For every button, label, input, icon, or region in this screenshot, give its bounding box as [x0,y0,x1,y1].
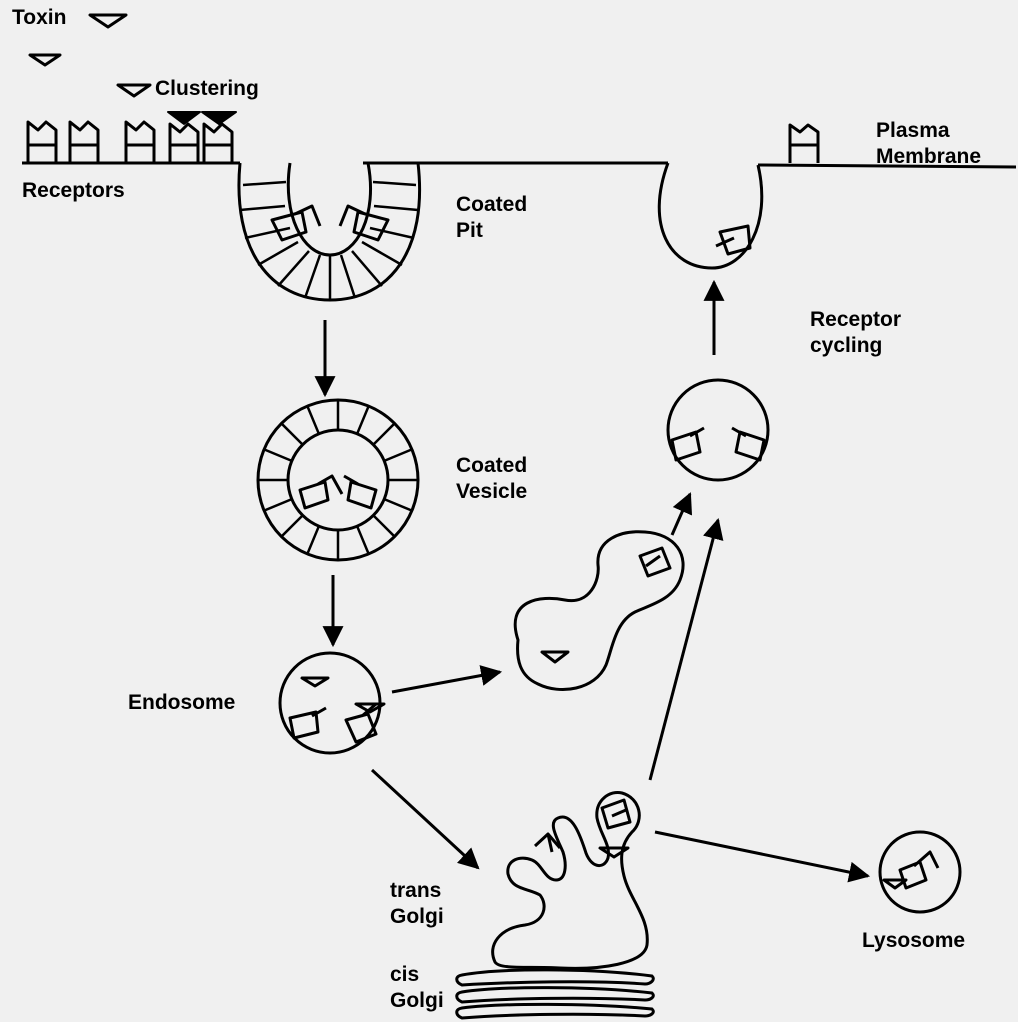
endosome-label: Endosome [128,690,235,716]
recycling-pit [659,163,762,268]
coated-pit-label: Coated Pit [456,192,527,244]
vesicle-coat-segment [357,526,368,554]
coated-vesicle-label-line-2: Vesicle [456,479,527,505]
coated-vesicle-label: Coated Vesicle [456,453,527,505]
arrow-endosome-to-sorting [392,672,500,692]
coated-vesicle [258,400,418,560]
receptors-label: Receptors [22,178,125,204]
vesicle-coat-segment [384,499,412,510]
receptor-cycling-label: Receptor cycling [810,307,901,359]
arrow-endosome-to-golgi [372,770,478,868]
arrow-golgi-to-lysosome [655,832,868,876]
vesicle-coat-segment [307,526,318,554]
coated-pit-label-line-2: Pit [456,218,527,244]
receptor-cycling-label-line-1: Receptor [810,307,901,333]
lysosome [880,832,960,912]
toxin-label: Toxin [12,5,66,31]
plasma-membrane-label-line-2: Membrane [876,144,981,170]
sorting-vesicle [515,532,683,690]
plasma-membrane-label: Plasma Membrane [876,118,981,170]
vesicle-coat-segment [264,499,292,510]
membrane-receptors [28,122,818,163]
bound-toxin-icons [168,112,236,124]
recycling-vesicle [668,380,768,480]
coated-pit-label-line-1: Coated [456,192,527,218]
endosome [280,653,384,753]
trans-golgi-label: trans Golgi [390,878,444,930]
vesicle-coat-segment [281,515,302,536]
cis-golgi-label: cis Golgi [390,962,444,1014]
plasma-membrane-label-line-1: Plasma [876,118,981,144]
vesicle-coat-segment [307,406,318,434]
arrow-sorting-to-recycling [672,494,690,535]
clustering-label: Clustering [155,76,259,102]
trans-golgi-label-line-1: trans [390,878,444,904]
cis-golgi-label-line-2: Golgi [390,988,444,1014]
lysosome-label: Lysosome [862,928,965,954]
vesicle-coat-segment [281,423,302,444]
golgi-apparatus [457,792,654,1018]
vesicle-coat-segment [384,449,412,460]
vesicle-coat-segment [373,423,394,444]
cis-golgi-label-line-1: cis [390,962,444,988]
vesicle-coat-segment [357,406,368,434]
coated-vesicle-label-line-1: Coated [456,453,527,479]
plasma-membrane [22,163,1016,167]
vesicle-coat-segment [264,449,292,460]
receptor-cycling-label-line-2: cycling [810,333,901,359]
trans-golgi-label-line-2: Golgi [390,904,444,930]
vesicle-coat-segment [373,515,394,536]
coated-pit [239,163,420,300]
